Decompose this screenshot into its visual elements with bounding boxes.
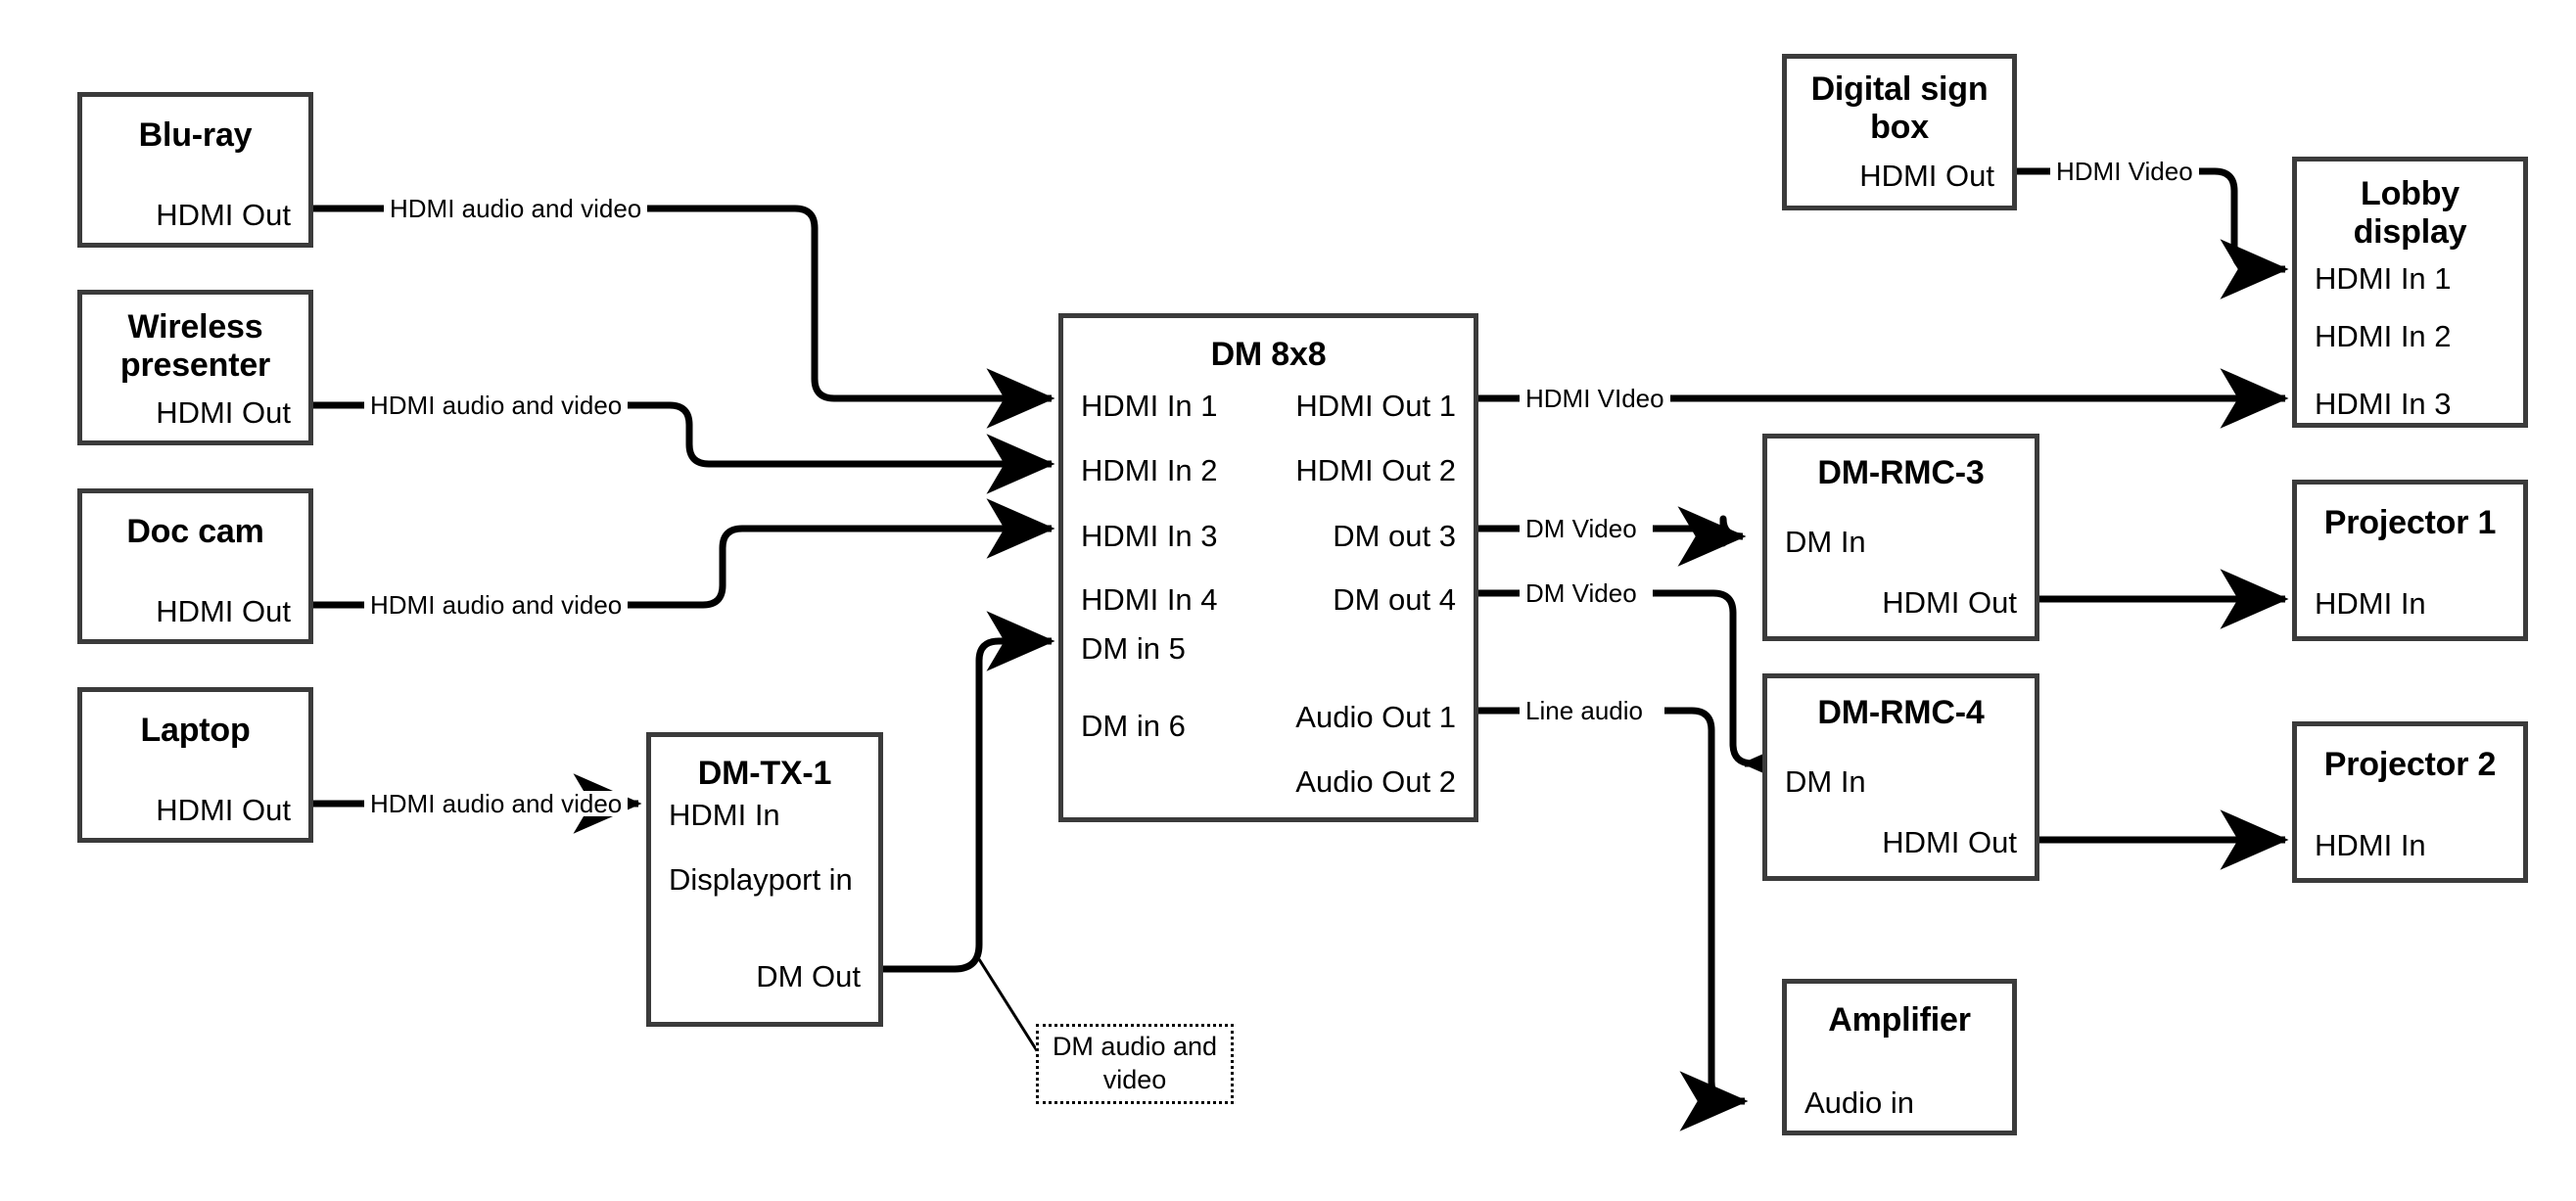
edge-label-sign-to-lobby: HDMI Video (2050, 159, 2199, 184)
node-dm-tx-1[interactable]: DM-TX-1 HDMI In Displayport in DM Out (646, 732, 883, 1027)
wire-sign-to-lobby-in1 (2017, 167, 2285, 269)
node-bluray-title: Blu-ray (138, 116, 253, 154)
node-dm-tx-1-port-displayport-in[interactable]: Displayport in (669, 862, 853, 897)
node-dm-8x8[interactable]: DM 8x8 HDMI In 1 HDMI In 2 HDMI In 3 HDM… (1058, 313, 1478, 822)
node-doc-cam-port-hdmi-out[interactable]: HDMI Out (156, 594, 291, 628)
node-wireless-presenter-port-hdmi-out[interactable]: HDMI Out (156, 395, 291, 430)
node-lobby-display-title-line1: Lobby (2361, 175, 2459, 212)
node-projector-2-port-hdmi-in[interactable]: HDMI In (2315, 828, 2426, 862)
node-dm-8x8-port-dm-out-3[interactable]: DM out 3 (1333, 519, 1456, 553)
node-digital-sign-box-title-line2: box (1870, 109, 1929, 146)
wire-dm-audioout1-to-amplifier (1478, 707, 1745, 1101)
wire-dmtx1-to-dm-in5 (883, 611, 1055, 973)
wire-bluray-to-dm-in1 (313, 205, 1052, 398)
node-projector-2-title: Projector 2 (2323, 746, 2497, 783)
node-bluray-port-hdmi-out[interactable]: HDMI Out (156, 198, 291, 232)
node-dm-8x8-port-dm-out-4[interactable]: DM out 4 (1333, 582, 1456, 617)
edge-label-bluray-to-dm: HDMI audio and video (384, 196, 648, 221)
edge-label-doccam-to-dm: HDMI audio and video (364, 592, 629, 618)
node-dm-8x8-port-hdmi-out-1[interactable]: HDMI Out 1 (1295, 389, 1456, 423)
node-laptop-title: Laptop (140, 712, 251, 749)
node-amplifier-port-audio-in[interactable]: Audio in (1804, 1086, 1915, 1120)
node-lobby-display-port-hdmi-in-3[interactable]: HDMI In 3 (2315, 387, 2452, 421)
node-wireless-presenter-title-line2: presenter (119, 346, 271, 384)
wire-dm-out3-to-rmc3 (1478, 519, 1743, 543)
node-dm-rmc-4-port-hdmi-out[interactable]: HDMI Out (1882, 825, 2017, 859)
note-dm-audio-and-video: DM audio and video (1036, 1024, 1234, 1104)
node-amplifier-title: Amplifier (1828, 1001, 1971, 1039)
node-doc-cam[interactable]: Doc cam HDMI Out (77, 488, 313, 644)
node-lobby-display-port-hdmi-in-1[interactable]: HDMI In 1 (2315, 261, 2452, 296)
node-dm-rmc-3-port-dm-in[interactable]: DM In (1785, 525, 1866, 559)
edge-label-dm-out4-to-rmc4: DM Video (1520, 580, 1643, 606)
node-dm-tx-1-port-hdmi-in[interactable]: HDMI In (669, 798, 780, 832)
node-lobby-display-title-line2: display (2353, 213, 2467, 251)
node-dm-tx-1-port-dm-out[interactable]: DM Out (756, 959, 861, 993)
node-dm-8x8-port-hdmi-in-4[interactable]: HDMI In 4 (1081, 582, 1218, 617)
node-dm-rmc-3[interactable]: DM-RMC-3 DM In HDMI Out (1762, 434, 2039, 641)
node-bluray[interactable]: Blu-ray HDMI Out (77, 92, 313, 248)
node-dm-rmc-4[interactable]: DM-RMC-4 DM In HDMI Out (1762, 673, 2039, 881)
edge-label-dm-audio-to-amplifier: Line audio (1520, 698, 1649, 723)
node-lobby-display-port-hdmi-in-2[interactable]: HDMI In 2 (2315, 319, 2452, 353)
node-dm-tx-1-title: DM-TX-1 (697, 755, 832, 792)
node-digital-sign-box-title-line1: Digital sign (1810, 70, 1989, 108)
node-lobby-display[interactable]: Lobby display HDMI In 1 HDMI In 2 HDMI I… (2292, 157, 2528, 428)
node-dm-8x8-port-hdmi-in-2[interactable]: HDMI In 2 (1081, 453, 1218, 487)
node-dm-8x8-port-hdmi-in-3[interactable]: HDMI In 3 (1081, 519, 1218, 553)
node-dm-rmc-4-title: DM-RMC-4 (1817, 694, 1985, 731)
node-digital-sign-box[interactable]: Digital sign box HDMI Out (1782, 54, 2017, 210)
node-projector-1[interactable]: Projector 1 HDMI In (2292, 480, 2528, 641)
node-digital-sign-box-port-hdmi-out[interactable]: HDMI Out (1859, 159, 1994, 193)
node-dm-rmc-3-port-hdmi-out[interactable]: HDMI Out (1882, 585, 2017, 620)
node-wireless-presenter[interactable]: Wireless presenter HDMI Out (77, 290, 313, 445)
node-projector-1-title: Projector 1 (2323, 504, 2497, 541)
node-dm-8x8-port-dm-in-5[interactable]: DM in 5 (1081, 631, 1186, 666)
node-dm-rmc-4-port-dm-in[interactable]: DM In (1785, 764, 1866, 799)
node-doc-cam-title: Doc cam (126, 513, 264, 550)
node-projector-2[interactable]: Projector 2 HDMI In (2292, 721, 2528, 883)
node-dm-8x8-port-dm-in-6[interactable]: DM in 6 (1081, 709, 1186, 743)
edge-label-dm-out1-to-lobby: HDMI VIdeo (1520, 386, 1670, 411)
node-projector-1-port-hdmi-in[interactable]: HDMI In (2315, 586, 2426, 621)
wire-dm-out4-to-rmc4 (1478, 589, 1753, 763)
edge-label-wireless-to-dm: HDMI audio and video (364, 393, 629, 418)
node-dm-8x8-port-audio-out-1[interactable]: Audio Out 1 (1295, 700, 1456, 734)
node-dm-8x8-port-hdmi-in-1[interactable]: HDMI In 1 (1081, 389, 1218, 423)
node-amplifier[interactable]: Amplifier Audio in (1782, 979, 2017, 1135)
wire-doccam-to-dm-in3 (313, 529, 1052, 605)
leader-dm-audio-video-note (977, 958, 1040, 1053)
node-laptop[interactable]: Laptop HDMI Out (77, 687, 313, 843)
wire-wireless-to-dm-in2 (313, 405, 1052, 464)
node-wireless-presenter-title-line1: Wireless (127, 308, 263, 346)
node-dm-8x8-port-audio-out-2[interactable]: Audio Out 2 (1295, 764, 1456, 799)
edge-label-laptop-to-dmtx1: HDMI audio and video (364, 791, 629, 816)
node-laptop-port-hdmi-out[interactable]: HDMI Out (156, 793, 291, 827)
node-dm-8x8-title: DM 8x8 (1210, 336, 1327, 373)
edge-label-dm-out3-to-rmc3: DM Video (1520, 516, 1643, 541)
node-dm-rmc-3-title: DM-RMC-3 (1817, 454, 1985, 491)
node-dm-8x8-port-hdmi-out-2[interactable]: HDMI Out 2 (1295, 453, 1456, 487)
